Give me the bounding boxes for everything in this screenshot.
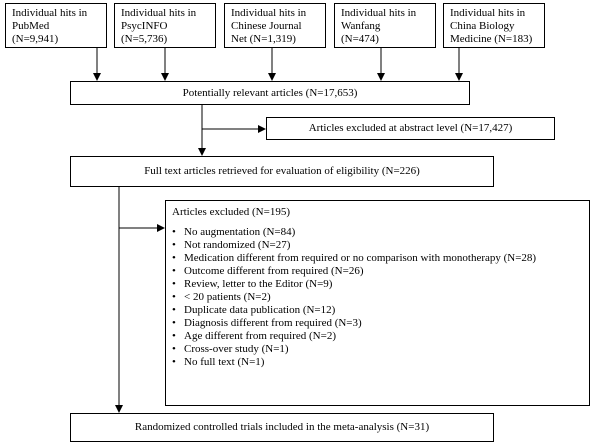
fulltext-box: Full text articles retrieved for evaluat… — [70, 156, 494, 187]
excluded-item: • Cross-over study (N=1) — [172, 343, 589, 356]
source-line: (N=5,736) — [121, 33, 168, 45]
source-line: Chinese Journal — [231, 20, 302, 32]
bullet-icon: • — [172, 265, 176, 277]
source-box-wanfang: Individual hits in Wanfang (N=474) — [334, 3, 436, 48]
excluded-item: • Not randomized (N=27) — [172, 239, 589, 252]
abstract-excluded-label: Articles excluded at abstract level (N=1… — [308, 122, 513, 134]
excluded-item: • Outcome different from required (N=26) — [172, 265, 589, 278]
source-line: Wanfang — [341, 20, 381, 32]
excluded-list: • No augmentation (N=84) • Not randomized … — [166, 226, 589, 369]
bullet-icon: • — [172, 239, 176, 251]
excluded-item-text: Review, letter to the Editor (N=9) — [184, 278, 333, 290]
excluded-item: • Review, letter to the Editor (N=9) — [172, 278, 589, 291]
excluded-item-text: Age different from required (N=2) — [184, 330, 336, 342]
source-line: Net (N=1,319) — [231, 33, 296, 45]
source-line: (N=9,941) — [12, 33, 59, 45]
source-line: Individual hits in — [231, 7, 307, 19]
excluded-item: • Diagnosis different from required (N=3) — [172, 317, 589, 330]
bullet-icon: • — [172, 252, 176, 264]
excluded-title: Articles excluded (N=195) — [172, 206, 290, 218]
excluded-item-text: Duplicate data publication (N=12) — [184, 304, 336, 316]
excluded-item: • < 20 patients (N=2) — [172, 291, 589, 304]
excluded-item: • Duplicate data publication (N=12) — [172, 304, 589, 317]
included-label: Randomized controlled trials included in… — [134, 421, 430, 433]
excluded-item-text: Not randomized (N=27) — [184, 239, 291, 251]
excluded-item-text: Diagnosis different from required (N=3) — [184, 317, 362, 329]
bullet-icon: • — [172, 330, 176, 342]
source-line: Medicine (N=183) — [450, 33, 533, 45]
excluded-item-text: Medication different from required or no… — [184, 252, 537, 264]
source-line: China Biology — [450, 20, 515, 32]
bullet-icon: • — [172, 291, 176, 303]
source-box-chinese-journal-net: Individual hits in Chinese Journal Net (… — [224, 3, 326, 48]
source-line: Individual hits in — [121, 7, 197, 19]
fulltext-label: Full text articles retrieved for evaluat… — [144, 165, 420, 177]
bullet-icon: • — [172, 317, 176, 329]
excluded-item: • No full text (N=1) — [172, 356, 589, 369]
source-line: Individual hits in — [12, 7, 88, 19]
source-box-psycinfo: Individual hits in PsycINFO (N=5,736) — [114, 3, 216, 48]
excluded-item-text: No full text (N=1) — [184, 356, 265, 368]
source-line: PubMed — [12, 20, 50, 32]
excluded-item-text: No augmentation (N=84) — [184, 226, 296, 238]
source-line: Individual hits in — [450, 7, 526, 19]
source-box-pubmed: Individual hits in PubMed (N=9,941) — [5, 3, 107, 48]
source-line: Individual hits in — [341, 7, 417, 19]
excluded-box: Articles excluded (N=195) • No augmentati… — [165, 200, 590, 406]
excluded-item-text: Cross-over study (N=1) — [184, 343, 289, 355]
bullet-icon: • — [172, 278, 176, 290]
excluded-item: • No augmentation (N=84) — [172, 226, 589, 239]
excluded-item: • Medication different from required or n… — [172, 252, 589, 265]
source-line: (N=474) — [341, 33, 379, 45]
potentially-relevant-box: Potentially relevant articles (N=17,653) — [70, 81, 470, 105]
included-box: Randomized controlled trials included in… — [70, 413, 494, 442]
bullet-icon: • — [172, 356, 176, 368]
potentially-relevant-label: Potentially relevant articles (N=17,653) — [182, 86, 358, 99]
abstract-excluded-box: Articles excluded at abstract level (N=1… — [266, 117, 555, 140]
excluded-item-text: < 20 patients (N=2) — [184, 291, 271, 303]
excluded-item-text: Outcome different from required (N=26) — [184, 265, 364, 277]
source-box-china-biology-medicine: Individual hits in China Biology Medicin… — [443, 3, 545, 48]
source-line: PsycINFO — [121, 20, 168, 32]
bullet-icon: • — [172, 304, 176, 316]
bullet-icon: • — [172, 226, 176, 238]
excluded-item: • Age different from required (N=2) — [172, 330, 589, 343]
bullet-icon: • — [172, 343, 176, 355]
